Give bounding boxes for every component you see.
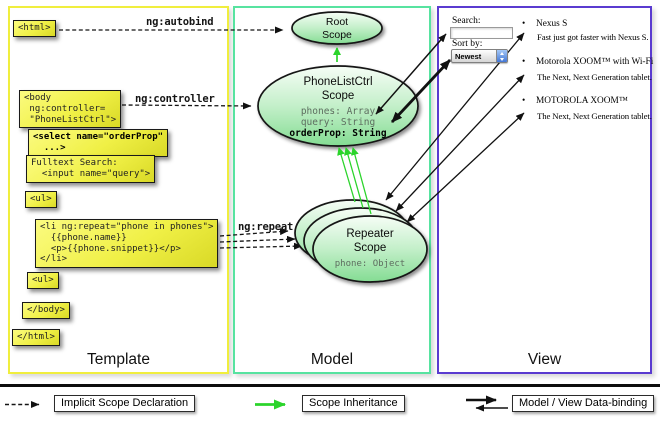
phonelistctrl-scope-label: PhoneListCtrl Scope phones: Array query:… bbox=[258, 76, 418, 139]
code-html-open: <html> bbox=[13, 20, 56, 37]
bullet-icon: • bbox=[522, 96, 526, 106]
root-scope-label: Root Scope bbox=[322, 16, 352, 41]
code-select-orderprop: <select name="orderProp" ...> bbox=[28, 129, 169, 157]
code-fulltext-search: Fulltext Search: <input name="query"> bbox=[26, 155, 156, 183]
view-column-label: View bbox=[527, 351, 562, 368]
legend-binding-box: Model / View Data-binding bbox=[512, 395, 655, 412]
model-column-label: Model bbox=[310, 351, 354, 368]
legend-separator-line bbox=[0, 384, 660, 387]
prop-phones: phones: Array bbox=[300, 105, 376, 117]
bullet-icon: • bbox=[522, 19, 526, 29]
view-item-name: •Nexus S bbox=[522, 19, 568, 29]
legend-implicit-box: Implicit Scope Declaration bbox=[54, 395, 196, 412]
sort-by-label: Sort by: bbox=[452, 39, 483, 49]
prop-orderprop: orderProp: String bbox=[289, 128, 387, 139]
bullet-icon: • bbox=[522, 57, 526, 67]
search-input bbox=[450, 27, 513, 39]
code-html-close: </html> bbox=[12, 329, 60, 346]
code-ul-open: <ul> bbox=[25, 191, 57, 208]
model-column: Model bbox=[233, 6, 431, 374]
label-ng-controller: ng:controller bbox=[135, 93, 215, 105]
template-column: Template bbox=[8, 6, 229, 374]
view-item-desc: The Next, Next Generation tablet. bbox=[537, 72, 652, 82]
view-item-name: •MOTOROLA XOOM™ bbox=[522, 96, 628, 106]
view-item-desc: Fast just got faster with Nexus S. bbox=[537, 32, 649, 42]
legend-inheritance-box: Scope Inheritance bbox=[302, 395, 405, 412]
code-body-open: <body ng:controller= "PhoneListCtrl"> bbox=[19, 90, 122, 129]
search-label: Search: bbox=[452, 16, 481, 26]
sort-dropdown: Newest bbox=[451, 49, 508, 63]
label-ng-autobind: ng:autobind bbox=[146, 16, 214, 28]
template-column-label: Template bbox=[87, 351, 150, 368]
dropdown-stepper-icon bbox=[496, 50, 507, 62]
view-item-name: •Motorola XOOM™ with Wi-Fi bbox=[522, 57, 654, 67]
code-ul-second: <ul> bbox=[27, 272, 59, 289]
legend-double-arrow-icon bbox=[466, 395, 508, 412]
code-body-close: </body> bbox=[22, 302, 70, 319]
repeater-scope-label: Repeater Scope phone: Object bbox=[319, 228, 421, 269]
code-li-repeat: <li ng:repeat="phone in phones"> {{phone… bbox=[35, 219, 219, 269]
label-ng-repeat: ng:repeat bbox=[238, 221, 294, 233]
prop-phone: phone: Object bbox=[334, 258, 406, 269]
legend-green-arrow-icon bbox=[255, 399, 286, 410]
legend-dashed-arrow-icon bbox=[5, 401, 40, 408]
prop-query: query: String bbox=[300, 116, 376, 128]
view-item-desc: The Next, Next Generation tablet. bbox=[537, 111, 652, 121]
sort-dropdown-value: Newest bbox=[455, 51, 482, 61]
